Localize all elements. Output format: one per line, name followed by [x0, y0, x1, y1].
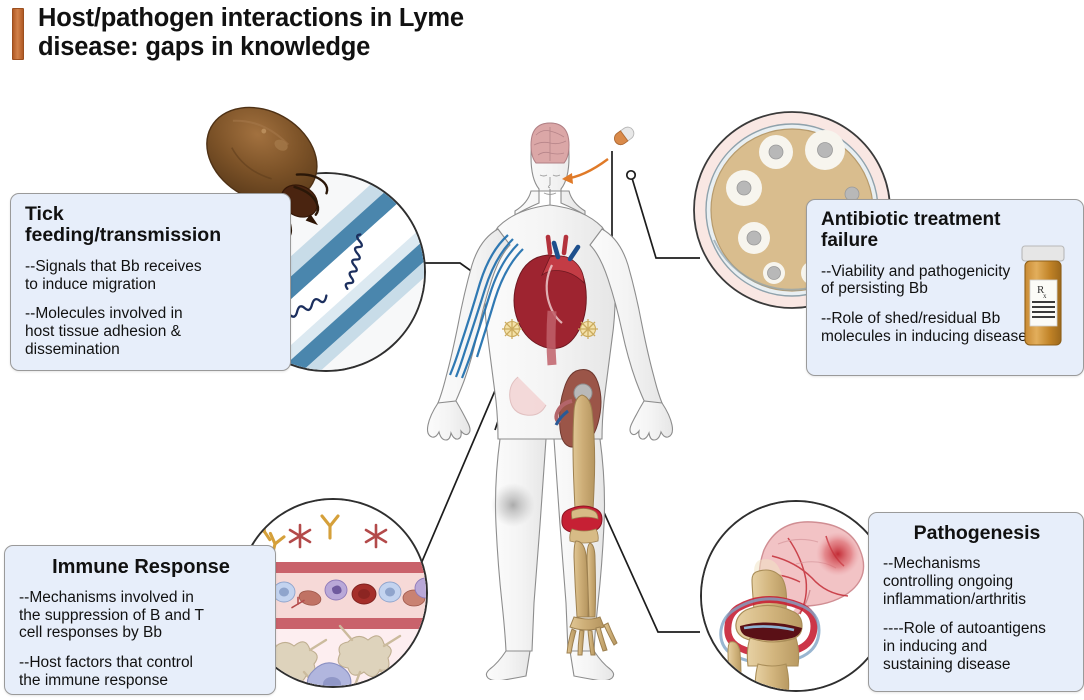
antigen-complexes: [243, 523, 388, 609]
infobox-immune-response: Immune Response --Mechanisms involved in…: [4, 545, 276, 695]
body-figure: [400, 105, 700, 680]
lymph-nodes: [502, 319, 598, 339]
antibodies: [251, 514, 340, 556]
pathogenesis-illustration: [700, 500, 892, 692]
infobox-immune-point-2: --Host factors that control the immune r…: [19, 653, 194, 689]
infobox-antibiotic-title: Antibiotic treatment failure: [821, 209, 1001, 251]
infobox-pathogenesis: Pathogenesis --Mechanisms controlling on…: [868, 512, 1084, 692]
infobox-tick-point-2: --Molecules involved in host tissue adhe…: [25, 305, 183, 358]
infobox-immune-title: Immune Response: [52, 556, 230, 578]
tick-icon: [206, 106, 329, 241]
infobox-tick-title: Tick feeding/transmission: [25, 203, 222, 247]
brain-inflamed: [758, 521, 865, 621]
svg-text:x: x: [1043, 292, 1047, 300]
infobox-tick-point-1: --Signals that Bb receives to induce mig…: [25, 257, 202, 293]
infobox-pathogenesis-point-2: ----Role of autoantigens in inducing and…: [883, 620, 1046, 673]
pill-bottle-icon: R x: [1021, 245, 1065, 346]
infobox-antibiotic-point-1: --Viability and pathogenicity of persist…: [821, 262, 1011, 298]
inflammation-hotspot: [816, 532, 860, 576]
treatment-arrow: [562, 158, 609, 184]
infobox-pathogenesis-point-1: --Mechanisms controlling ongoing inflamm…: [883, 555, 1026, 608]
lymphatic-vessels: [448, 234, 524, 379]
infobox-antibiotic-point-2: --Role of shed/residual Bb molecules in …: [821, 310, 1027, 345]
heart-organ: [513, 234, 587, 366]
erythema-migrans-rash: [491, 483, 535, 527]
knee-joint: [719, 559, 821, 690]
spirochete: [344, 233, 363, 290]
title-accent-bar: [12, 8, 24, 60]
svg-text:R: R: [1037, 284, 1045, 296]
infobox-immune-point-1: --Mechanisms involved in the suppression…: [19, 589, 204, 642]
capsule-icon: [614, 126, 635, 146]
leg-bones: [561, 383, 618, 656]
infobox-tick-feeding: Tick feeding/transmission --Signals that…: [10, 193, 291, 371]
infobox-pathogenesis-title: Pathogenesis: [913, 522, 1041, 544]
infobox-antibiotic-failure: Antibiotic treatment failure --Viability…: [806, 199, 1084, 376]
brain-organ: [530, 122, 570, 164]
page-title: Host/pathogen interactions in Lyme disea…: [38, 4, 464, 61]
page-title-block: Host/pathogen interactions in Lyme disea…: [12, 4, 464, 61]
macrophage: [306, 662, 352, 686]
blood-cells: [244, 577, 426, 607]
